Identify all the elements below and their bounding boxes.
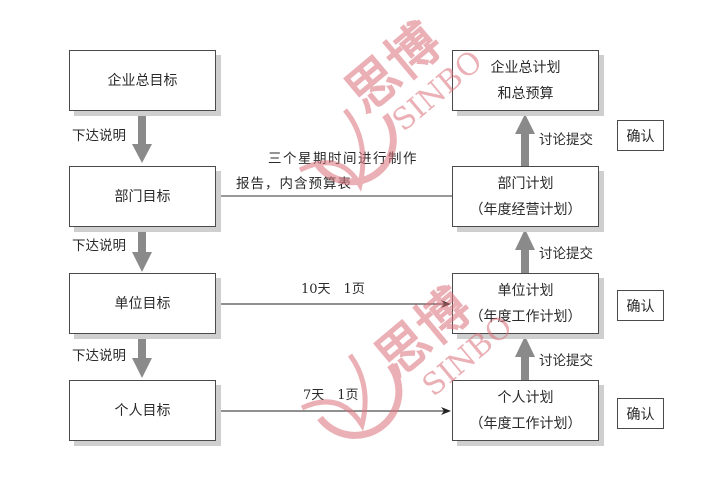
box-line2: （年度工作计划） bbox=[469, 308, 582, 325]
confirm-box: 确认 bbox=[617, 290, 664, 321]
down-arrow-label: 下达说明 bbox=[72, 128, 126, 144]
enterprise-goal-box: 企业总目标 bbox=[69, 50, 216, 111]
unit-goal-box: 单位目标 bbox=[69, 273, 216, 334]
confirm-label: 确认 bbox=[626, 406, 655, 423]
personal-connector-label: 7天 1页 bbox=[303, 388, 359, 403]
box-line1: 企业总计划 bbox=[490, 59, 561, 76]
department-connector-label-2: 报告，内含预算表 bbox=[236, 176, 352, 192]
box-line1: 部门计划 bbox=[497, 175, 554, 192]
down-arrow bbox=[132, 110, 152, 378]
department-plan-box: 部门计划 （年度经营计划） bbox=[452, 166, 599, 227]
unit-plan-box: 单位计划 （年度工作计划） bbox=[452, 273, 599, 334]
confirm-label: 确认 bbox=[626, 128, 655, 145]
up-arrow bbox=[515, 114, 535, 380]
box-label: 部门目标 bbox=[114, 188, 171, 205]
confirm-label: 确认 bbox=[626, 298, 655, 315]
box-line1: 个人计划 bbox=[497, 389, 554, 406]
confirm-box: 确认 bbox=[617, 398, 664, 429]
box-label: 单位目标 bbox=[114, 295, 171, 312]
up-arrow-label: 讨论提交 bbox=[539, 246, 593, 262]
down-arrow-label: 下达说明 bbox=[72, 238, 126, 254]
box-line2: （年度经营计划） bbox=[469, 201, 582, 218]
personal-goal-box: 个人目标 bbox=[69, 380, 216, 441]
enterprise-plan-box: 企业总计划 和总预算 bbox=[452, 50, 599, 111]
box-line2: 和总预算 bbox=[497, 85, 554, 102]
up-arrow-label: 讨论提交 bbox=[539, 132, 593, 148]
department-connector-label-1: 三个星期时间进行制作 bbox=[268, 151, 418, 167]
box-line2: （年度工作计划） bbox=[469, 415, 582, 432]
confirm-box: 确认 bbox=[617, 120, 664, 151]
box-line1: 单位计划 bbox=[497, 282, 554, 299]
down-arrow-label: 下达说明 bbox=[72, 348, 126, 364]
box-label: 企业总目标 bbox=[107, 72, 178, 89]
unit-connector-label: 10天 1页 bbox=[301, 282, 365, 297]
up-arrow-label: 讨论提交 bbox=[539, 353, 593, 369]
personal-plan-box: 个人计划 （年度工作计划） bbox=[452, 380, 599, 441]
department-goal-box: 部门目标 bbox=[69, 166, 216, 227]
box-label: 个人目标 bbox=[114, 402, 171, 419]
